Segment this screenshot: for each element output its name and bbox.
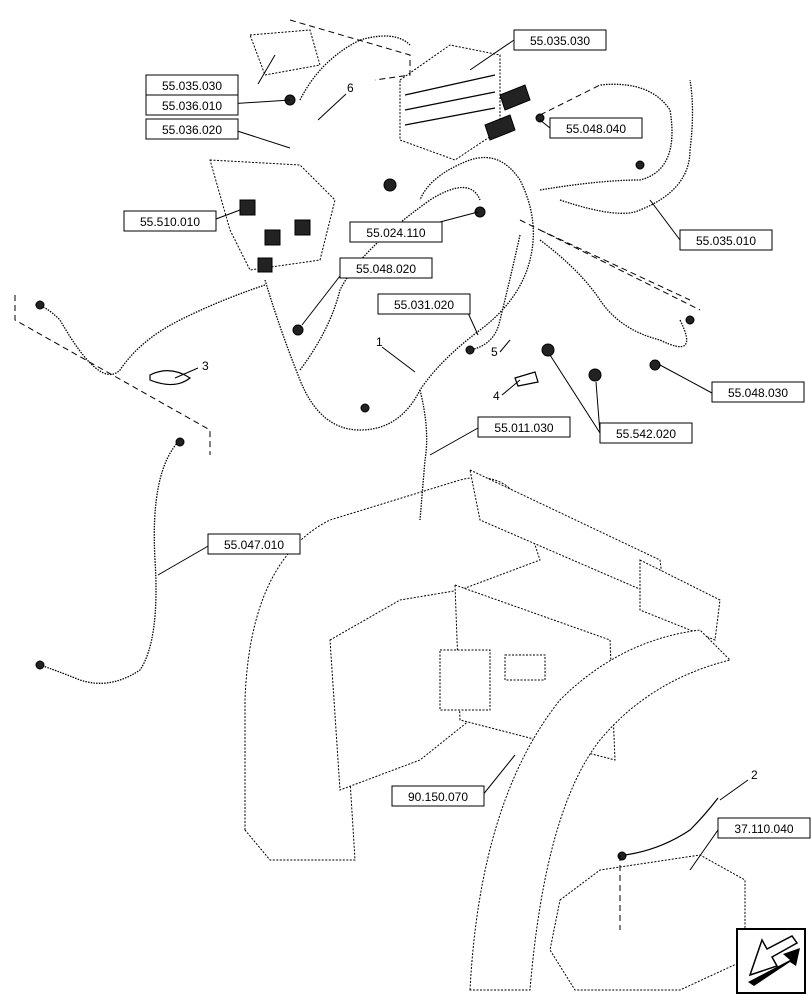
harness-branch-far-right <box>559 79 694 214</box>
item-number-3: 3 <box>202 359 209 373</box>
callout-c4[interactable]: 55.036.020 <box>162 123 222 137</box>
relay-block <box>249 29 321 76</box>
callout-box-c4 <box>145 118 239 140</box>
callout-box-c13 <box>599 422 693 444</box>
harness-branch-sensors <box>469 234 521 351</box>
harness-main <box>264 156 534 431</box>
callout-c15[interactable]: 90.150.070 <box>408 790 468 804</box>
callout-boxes <box>123 29 811 839</box>
leader-lines <box>157 39 749 871</box>
callout-box-c3 <box>145 94 239 116</box>
harness-connector-c <box>294 219 311 236</box>
callout-box-c16 <box>717 817 811 839</box>
harness-branch-left <box>34 284 266 376</box>
harness-connector-d <box>257 257 273 273</box>
sensor-11 <box>535 113 545 123</box>
sensor-4 <box>474 206 486 218</box>
sensor-12 <box>383 178 397 192</box>
item-number-2: 2 <box>751 768 758 782</box>
callout-box-c5 <box>123 210 217 232</box>
control-unit-box <box>439 649 491 711</box>
callout-c14[interactable]: 55.047.010 <box>224 538 284 552</box>
sensor-5 <box>465 345 475 355</box>
item-numbers: 1 2 3 4 5 6 <box>202 81 758 782</box>
callout-box-c7 <box>349 221 443 243</box>
frame-top-rail <box>469 469 666 601</box>
harness-connector-b <box>264 229 281 246</box>
frame-slot <box>504 654 546 681</box>
sensor-1 <box>35 300 45 310</box>
callout-box-c8 <box>679 229 773 251</box>
item-number-1: 1 <box>376 335 383 349</box>
item-number-5: 5 <box>491 345 498 359</box>
harness-drop-cable <box>39 439 181 684</box>
callout-box-c11 <box>711 381 805 403</box>
callout-box-c12 <box>477 416 571 438</box>
ref-frame-right <box>519 219 701 311</box>
fender-inner-panel <box>329 589 471 791</box>
sensor-9 <box>685 315 695 325</box>
callout-c13[interactable]: 55.542.020 <box>616 427 676 441</box>
callout-c6[interactable]: 55.048.040 <box>566 122 626 136</box>
callout-c10[interactable]: 55.031.020 <box>394 298 454 312</box>
callout-labels: 55.035.030 55.035.030 55.036.010 55.036.… <box>140 34 794 836</box>
frame-side-rail <box>639 559 721 641</box>
callout-c3[interactable]: 55.036.010 <box>162 99 222 113</box>
clip-4 <box>514 371 539 387</box>
arrow-back-icon[interactable] <box>736 928 806 994</box>
valve-bank <box>399 44 501 161</box>
sensor-8 <box>649 359 661 371</box>
valve-solenoid-1 <box>499 84 531 111</box>
harness-connector-cluster <box>209 159 336 271</box>
callout-c5[interactable]: 55.510.010 <box>140 215 200 229</box>
sensor-10 <box>635 160 645 170</box>
sensor-15 <box>175 437 185 447</box>
callout-c7[interactable]: 55.024.110 <box>366 226 425 240</box>
harness-to-floor <box>419 389 428 521</box>
valve-bank-detail <box>404 74 496 126</box>
hitch-pipe-fitting <box>617 851 627 861</box>
ref-frame-left <box>14 295 211 455</box>
item-number-6: 6 <box>347 81 354 95</box>
harness-branch-center <box>299 187 481 371</box>
harness-branch-lower-right <box>539 239 688 348</box>
callout-box-c14 <box>207 533 301 555</box>
sensor-13 <box>360 403 370 413</box>
callout-box-c1 <box>513 29 607 51</box>
rear-mudguard <box>469 629 731 991</box>
clip-3 <box>149 370 192 386</box>
line-art <box>14 19 746 991</box>
harness-connector-a <box>239 199 256 216</box>
hitch-valve-block <box>549 854 746 991</box>
ref-frame-top <box>289 19 411 81</box>
callout-c16[interactable]: 37.110.040 <box>734 822 793 836</box>
callout-box-c10 <box>377 293 471 315</box>
callout-c8[interactable]: 55.035.010 <box>696 234 756 248</box>
harness-branch-right <box>539 83 673 191</box>
item-number-4: 4 <box>493 389 500 403</box>
ref-frame-top-right <box>539 84 601 116</box>
callout-c1[interactable]: 55.035.030 <box>530 34 590 48</box>
sensor-6 <box>541 343 555 357</box>
hitch-pipe <box>624 797 719 856</box>
sensor-3 <box>292 324 304 336</box>
sensor-2 <box>35 660 45 670</box>
callout-box-c6 <box>549 117 643 139</box>
callout-c11[interactable]: 55.048.030 <box>728 386 788 400</box>
callout-box-c9 <box>339 257 433 279</box>
harness-top-loop <box>299 35 411 101</box>
callout-c2[interactable]: 55.035.030 <box>162 79 222 93</box>
callout-box-c15 <box>391 785 485 807</box>
sensor-7 <box>588 368 602 382</box>
callout-c12[interactable]: 55.011.030 <box>494 421 553 435</box>
callout-c9[interactable]: 55.048.020 <box>356 262 416 276</box>
valve-solenoid-2 <box>484 114 516 141</box>
